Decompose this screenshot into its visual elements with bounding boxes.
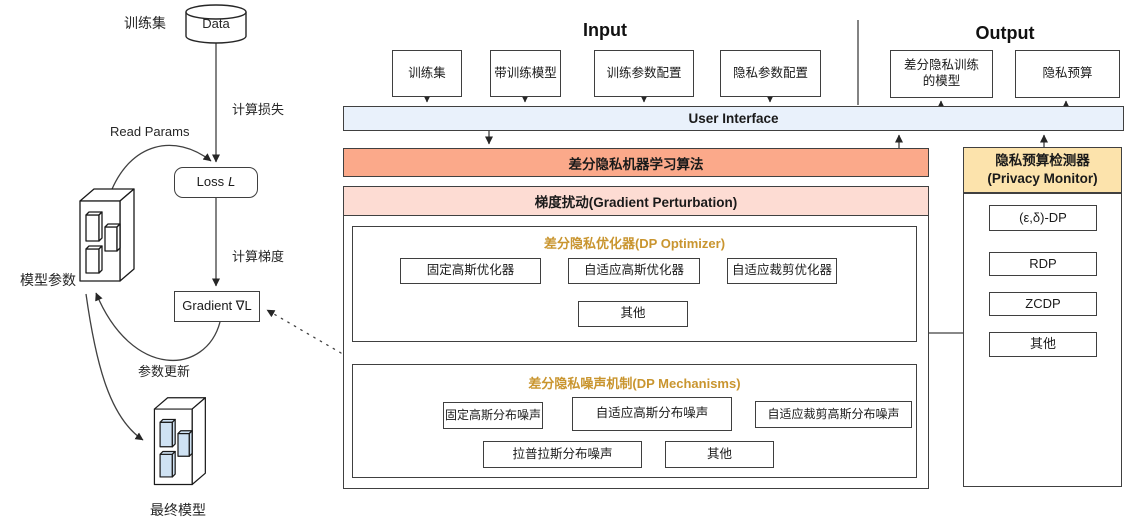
optimizer-adaptive-gaussian: 自适应高斯优化器 — [568, 258, 700, 284]
arrow-params-to-final-model — [85, 293, 144, 441]
privacy-monitor-header: 隐私预算检测器 (Privacy Monitor) — [963, 147, 1122, 193]
privacy-monitor-title-en: (Privacy Monitor) — [987, 171, 1098, 186]
input-box-model-to-train: 带训练模型 — [490, 50, 561, 97]
optimizer-other: 其他 — [578, 301, 688, 327]
optimizer-fixed-gaussian: 固定高斯优化器 — [400, 258, 541, 284]
monitor-item-other: 其他 — [989, 332, 1097, 357]
mechanism-adaptive-gaussian-noise: 自适应高斯分布噪声 — [572, 397, 732, 431]
compute-gradient-label: 计算梯度 — [232, 249, 285, 264]
privacy-monitor-title-cn: 隐私预算检测器 — [995, 152, 1090, 168]
monitor-item-eps-delta-dp: (ε,δ)-DP — [989, 205, 1097, 231]
loss-node-symbol: L — [228, 174, 236, 190]
output-box-dp-model: 差分隐私训练的模型 — [890, 50, 993, 98]
final-model-label: 最终模型 — [150, 502, 206, 518]
loss-node-label: Loss — [196, 174, 225, 190]
input-box-training-set: 训练集 — [392, 50, 462, 97]
param-update-label: 参数更新 — [138, 364, 191, 379]
input-title: Input — [583, 20, 627, 40]
input-box-privacy-params: 隐私参数配置 — [720, 50, 821, 97]
monitor-item-rdp: RDP — [989, 252, 1097, 276]
gradient-perturbation-header: 梯度扰动(Gradient Perturbation) — [344, 187, 928, 216]
compute-loss-label: 计算损失 — [232, 102, 285, 117]
mechanism-laplace-noise: 拉普拉斯分布噪声 — [483, 441, 642, 468]
data-cylinder-label: Data — [202, 16, 230, 31]
dotted-link-gradient-perturbation — [266, 309, 342, 354]
data-cylinder: Data — [184, 3, 248, 45]
dp-mechanisms-title: 差分隐私噪声机制(DP Mechanisms) — [528, 376, 741, 391]
optimizer-adaptive-clipping: 自适应裁剪优化器 — [727, 258, 837, 284]
mechanism-other: 其他 — [665, 441, 774, 468]
mechanism-fixed-gaussian-noise: 固定高斯分布噪声 — [443, 402, 543, 429]
dp-optimizer-title: 差分隐私优化器(DP Optimizer) — [543, 236, 726, 251]
model-params-label: 模型参数 — [20, 272, 76, 288]
cylinder-icon — [185, 4, 247, 44]
user-interface-bar: User Interface — [343, 106, 1124, 131]
model-params-icon — [70, 183, 140, 296]
read-params-label: Read Params — [110, 124, 190, 139]
mechanism-adaptive-clipping-gaussian-noise: 自适应裁剪高斯分布噪声 — [755, 401, 912, 428]
loss-node: Loss L — [174, 167, 258, 198]
output-title: Output — [975, 23, 1035, 43]
training-set-label: 训练集 — [124, 15, 166, 31]
final-model-icon — [145, 390, 211, 501]
monitor-item-zcdp: ZCDP — [989, 292, 1097, 316]
gradient-node: Gradient ∇L — [174, 291, 260, 322]
dp-ml-algorithm-bar: 差分隐私机器学习算法 — [343, 148, 929, 177]
input-box-training-params: 训练参数配置 — [594, 50, 694, 97]
output-box-privacy-budget: 隐私预算 — [1015, 50, 1120, 98]
